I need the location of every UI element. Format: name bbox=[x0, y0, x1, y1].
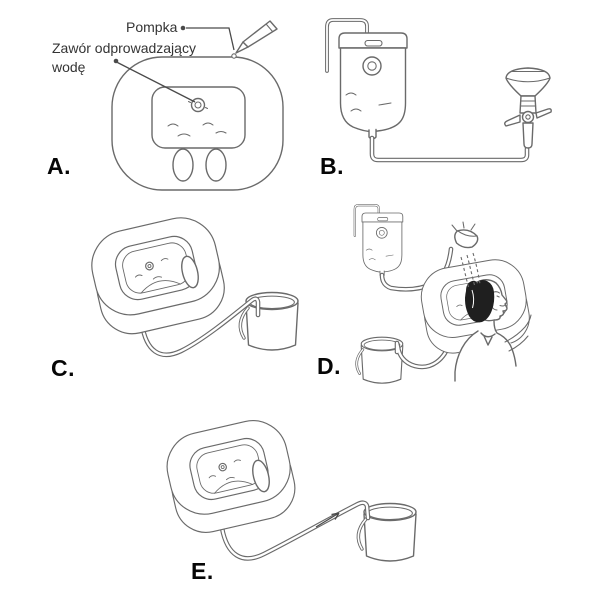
water-bag-icon bbox=[353, 204, 404, 278]
shower-head-icon bbox=[454, 229, 479, 249]
patient-figure bbox=[454, 279, 532, 382]
step-d-illustration bbox=[353, 204, 535, 385]
inflatable-basin bbox=[84, 210, 232, 341]
step-e-illustration bbox=[159, 413, 418, 563]
step-c-illustration bbox=[84, 210, 300, 358]
step-b-illustration bbox=[325, 18, 552, 163]
drain-valve-label: Zawór odprowadzający wodę bbox=[52, 40, 196, 75]
valve-leader-dot bbox=[113, 58, 119, 64]
step-letter-b: B. bbox=[320, 153, 344, 179]
pump-leader-dot bbox=[180, 25, 186, 31]
sparkle-lines bbox=[451, 221, 476, 232]
basin-cavity bbox=[151, 86, 246, 149]
water-squiggles bbox=[167, 122, 227, 137]
neck-flap-left bbox=[172, 148, 194, 182]
valve-leader-line bbox=[117, 61, 196, 103]
step-letter-c: C. bbox=[51, 355, 75, 381]
water-bag-icon bbox=[325, 18, 409, 141]
pump-label: Pompka bbox=[126, 19, 178, 35]
step-letter-d: D. bbox=[317, 353, 341, 379]
water-spray bbox=[460, 252, 481, 290]
step-letter-e: E. bbox=[191, 558, 214, 584]
supply-tube bbox=[369, 135, 530, 163]
air-pump-icon bbox=[231, 20, 278, 59]
flow-arrow bbox=[315, 512, 340, 528]
shower-head-icon bbox=[504, 67, 552, 149]
neck-flap-right bbox=[205, 148, 227, 182]
step-a-illustration bbox=[111, 20, 284, 191]
step-letter-a: A. bbox=[47, 153, 71, 179]
inflatable-basin bbox=[159, 413, 302, 540]
pump-leader-line bbox=[186, 27, 235, 51]
